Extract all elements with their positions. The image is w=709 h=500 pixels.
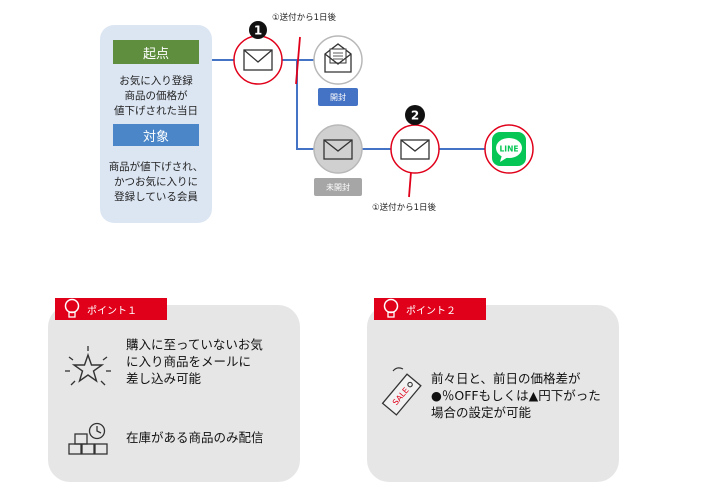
step2-badge	[405, 105, 425, 125]
flow-diagram: 1 2 LINE	[212, 21, 534, 198]
delay1-marker	[295, 36, 301, 85]
point1-tag-label: ポイント１	[87, 305, 137, 317]
lightbulb-icon	[383, 298, 399, 318]
unopened-badge: 未開封	[314, 178, 362, 196]
sale-tag-icon: SALE	[381, 367, 422, 416]
line-logo-text: LINE	[500, 145, 519, 154]
start-label: 起点	[113, 40, 199, 64]
target-text: 商品が値下げされ、 かつお気に入りに 登録している会員	[108, 161, 204, 203]
target-label: 対象	[113, 124, 199, 146]
point1-tag: ポイント１	[55, 298, 167, 320]
point2-tag: ポイント２	[374, 298, 486, 320]
step2-number: 2	[411, 109, 419, 123]
connector-mail1-unopened	[296, 60, 315, 150]
lightbulb-icon	[64, 298, 80, 318]
delay1-label: ①送付から1日後	[272, 13, 337, 23]
step1-badge	[249, 21, 267, 39]
envelope-icon	[243, 49, 273, 71]
sparkle-star-icon	[65, 346, 111, 386]
unopened-mail-node	[313, 124, 363, 174]
delay2-label: ①送付から1日後	[372, 203, 437, 213]
line-node: LINE	[484, 124, 534, 174]
point2-tag-label: ポイント２	[406, 305, 456, 317]
step1-number: 1	[254, 24, 262, 38]
point2-item1-text: 前々日と、前日の価格差が ●％OFFもしくは▲円下がった 場合の設定が可能	[431, 371, 601, 420]
point1-item2-text: 在庫がある商品のみ配信	[126, 430, 264, 445]
point1-item1-text: 購入に至っていないお気 に入り商品をメールに 差し込み可能	[126, 337, 263, 386]
opened-mail-node	[313, 35, 363, 85]
open-envelope-icon	[324, 43, 352, 73]
start-text: お気に入り登録 商品の価格が 値下げされた当日	[114, 75, 198, 117]
mail-step1	[233, 35, 283, 85]
delay2-marker	[408, 171, 412, 198]
opened-badge: 開封	[318, 88, 358, 106]
inventory-boxes-icon	[68, 422, 108, 455]
mail-step2	[390, 124, 440, 174]
point1-card	[48, 305, 300, 482]
